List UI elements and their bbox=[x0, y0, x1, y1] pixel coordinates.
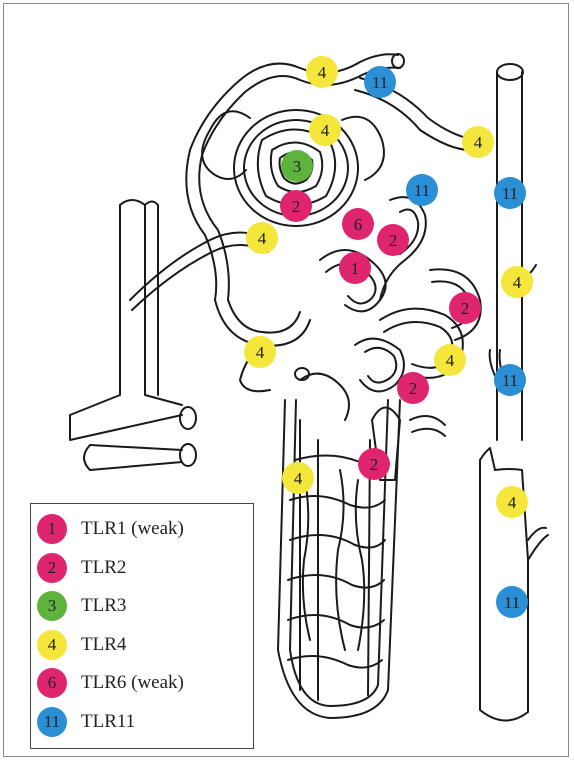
legend-swatch: 3 bbox=[37, 591, 67, 621]
legend-swatch: 1 bbox=[37, 514, 67, 544]
tlr-marker-3: 3 bbox=[281, 150, 313, 182]
legend-swatch: 4 bbox=[37, 630, 67, 660]
marker-number: 2 bbox=[389, 231, 398, 250]
legend-label: TLR11 bbox=[81, 711, 135, 733]
legend-item: 1 TLR1 (weak) bbox=[37, 514, 184, 544]
marker-number: 2 bbox=[292, 197, 301, 216]
legend-swatch: 11 bbox=[37, 707, 67, 737]
marker-number: 4 bbox=[446, 351, 455, 370]
legend-item: 11 TLR11 bbox=[37, 707, 135, 737]
tlr-marker-4: 4 bbox=[244, 336, 276, 368]
marker-number: 11 bbox=[414, 181, 430, 200]
marker-number: 4 bbox=[513, 273, 522, 292]
marker-number: 6 bbox=[354, 215, 363, 234]
tlr-marker-4: 4 bbox=[282, 462, 314, 494]
legend: 1 TLR1 (weak) 2 TLR2 3 TLR3 4 TLR4 6 TLR6 (weak) 1… bbox=[30, 503, 254, 749]
tlr-marker-4: 4 bbox=[462, 126, 494, 158]
marker-number: 11 bbox=[372, 73, 388, 92]
tlr-marker-11: 11 bbox=[496, 586, 528, 618]
legend-label: TLR6 (weak) bbox=[81, 672, 184, 694]
renal-vessel-left bbox=[70, 200, 196, 470]
tlr-marker-2: 2 bbox=[449, 292, 481, 324]
marker-number: 4 bbox=[258, 229, 267, 248]
marker-number: 11 bbox=[502, 184, 518, 203]
legend-item: 3 TLR3 bbox=[37, 591, 126, 621]
marker-number: 2 bbox=[461, 299, 470, 318]
marker-number: 2 bbox=[409, 379, 418, 398]
marker-number: 2 bbox=[370, 455, 379, 474]
marker-number: 4 bbox=[321, 121, 330, 140]
tlr-marker-2: 2 bbox=[397, 372, 429, 404]
legend-label: TLR1 (weak) bbox=[81, 518, 184, 540]
legend-item: 4 TLR4 bbox=[37, 630, 126, 660]
marker-number: 1 bbox=[351, 259, 360, 278]
marker-number: 3 bbox=[293, 157, 302, 176]
marker-number: 4 bbox=[474, 133, 483, 152]
legend-label: TLR3 bbox=[81, 595, 126, 617]
marker-number: 4 bbox=[318, 63, 327, 82]
tlr-marker-4: 4 bbox=[309, 114, 341, 146]
tlr-marker-2: 2 bbox=[358, 448, 390, 480]
legend-swatch: 2 bbox=[37, 553, 67, 583]
legend-label: TLR4 bbox=[81, 634, 126, 656]
tlr-marker-4: 4 bbox=[306, 56, 338, 88]
marker-number: 11 bbox=[504, 593, 520, 612]
marker-number: 4 bbox=[508, 493, 517, 512]
marker-number: 4 bbox=[294, 469, 303, 488]
marker-number: 11 bbox=[502, 371, 518, 390]
legend-swatch: 6 bbox=[37, 668, 67, 698]
tlr-marker-6: 6 bbox=[342, 208, 374, 240]
tlr-marker-2: 2 bbox=[377, 224, 409, 256]
legend-item: 6 TLR6 (weak) bbox=[37, 668, 184, 698]
legend-item: 2 TLR2 bbox=[37, 553, 126, 583]
tlr-marker-4: 4 bbox=[246, 222, 278, 254]
tlr-marker-4: 4 bbox=[496, 486, 528, 518]
marker-number: 4 bbox=[256, 343, 265, 362]
tlr-marker-11: 11 bbox=[364, 66, 396, 98]
tlr-marker-11: 11 bbox=[494, 364, 526, 396]
legend-label: TLR2 bbox=[81, 557, 126, 579]
tlr-marker-1: 1 bbox=[339, 252, 371, 284]
tlr-marker-4: 4 bbox=[501, 266, 533, 298]
tlr-marker-4: 4 bbox=[434, 344, 466, 376]
tlr-marker-11: 11 bbox=[494, 177, 526, 209]
tlr-marker-11: 11 bbox=[406, 174, 438, 206]
tlr-marker-2: 2 bbox=[280, 190, 312, 222]
loop-of-henle bbox=[278, 400, 400, 718]
